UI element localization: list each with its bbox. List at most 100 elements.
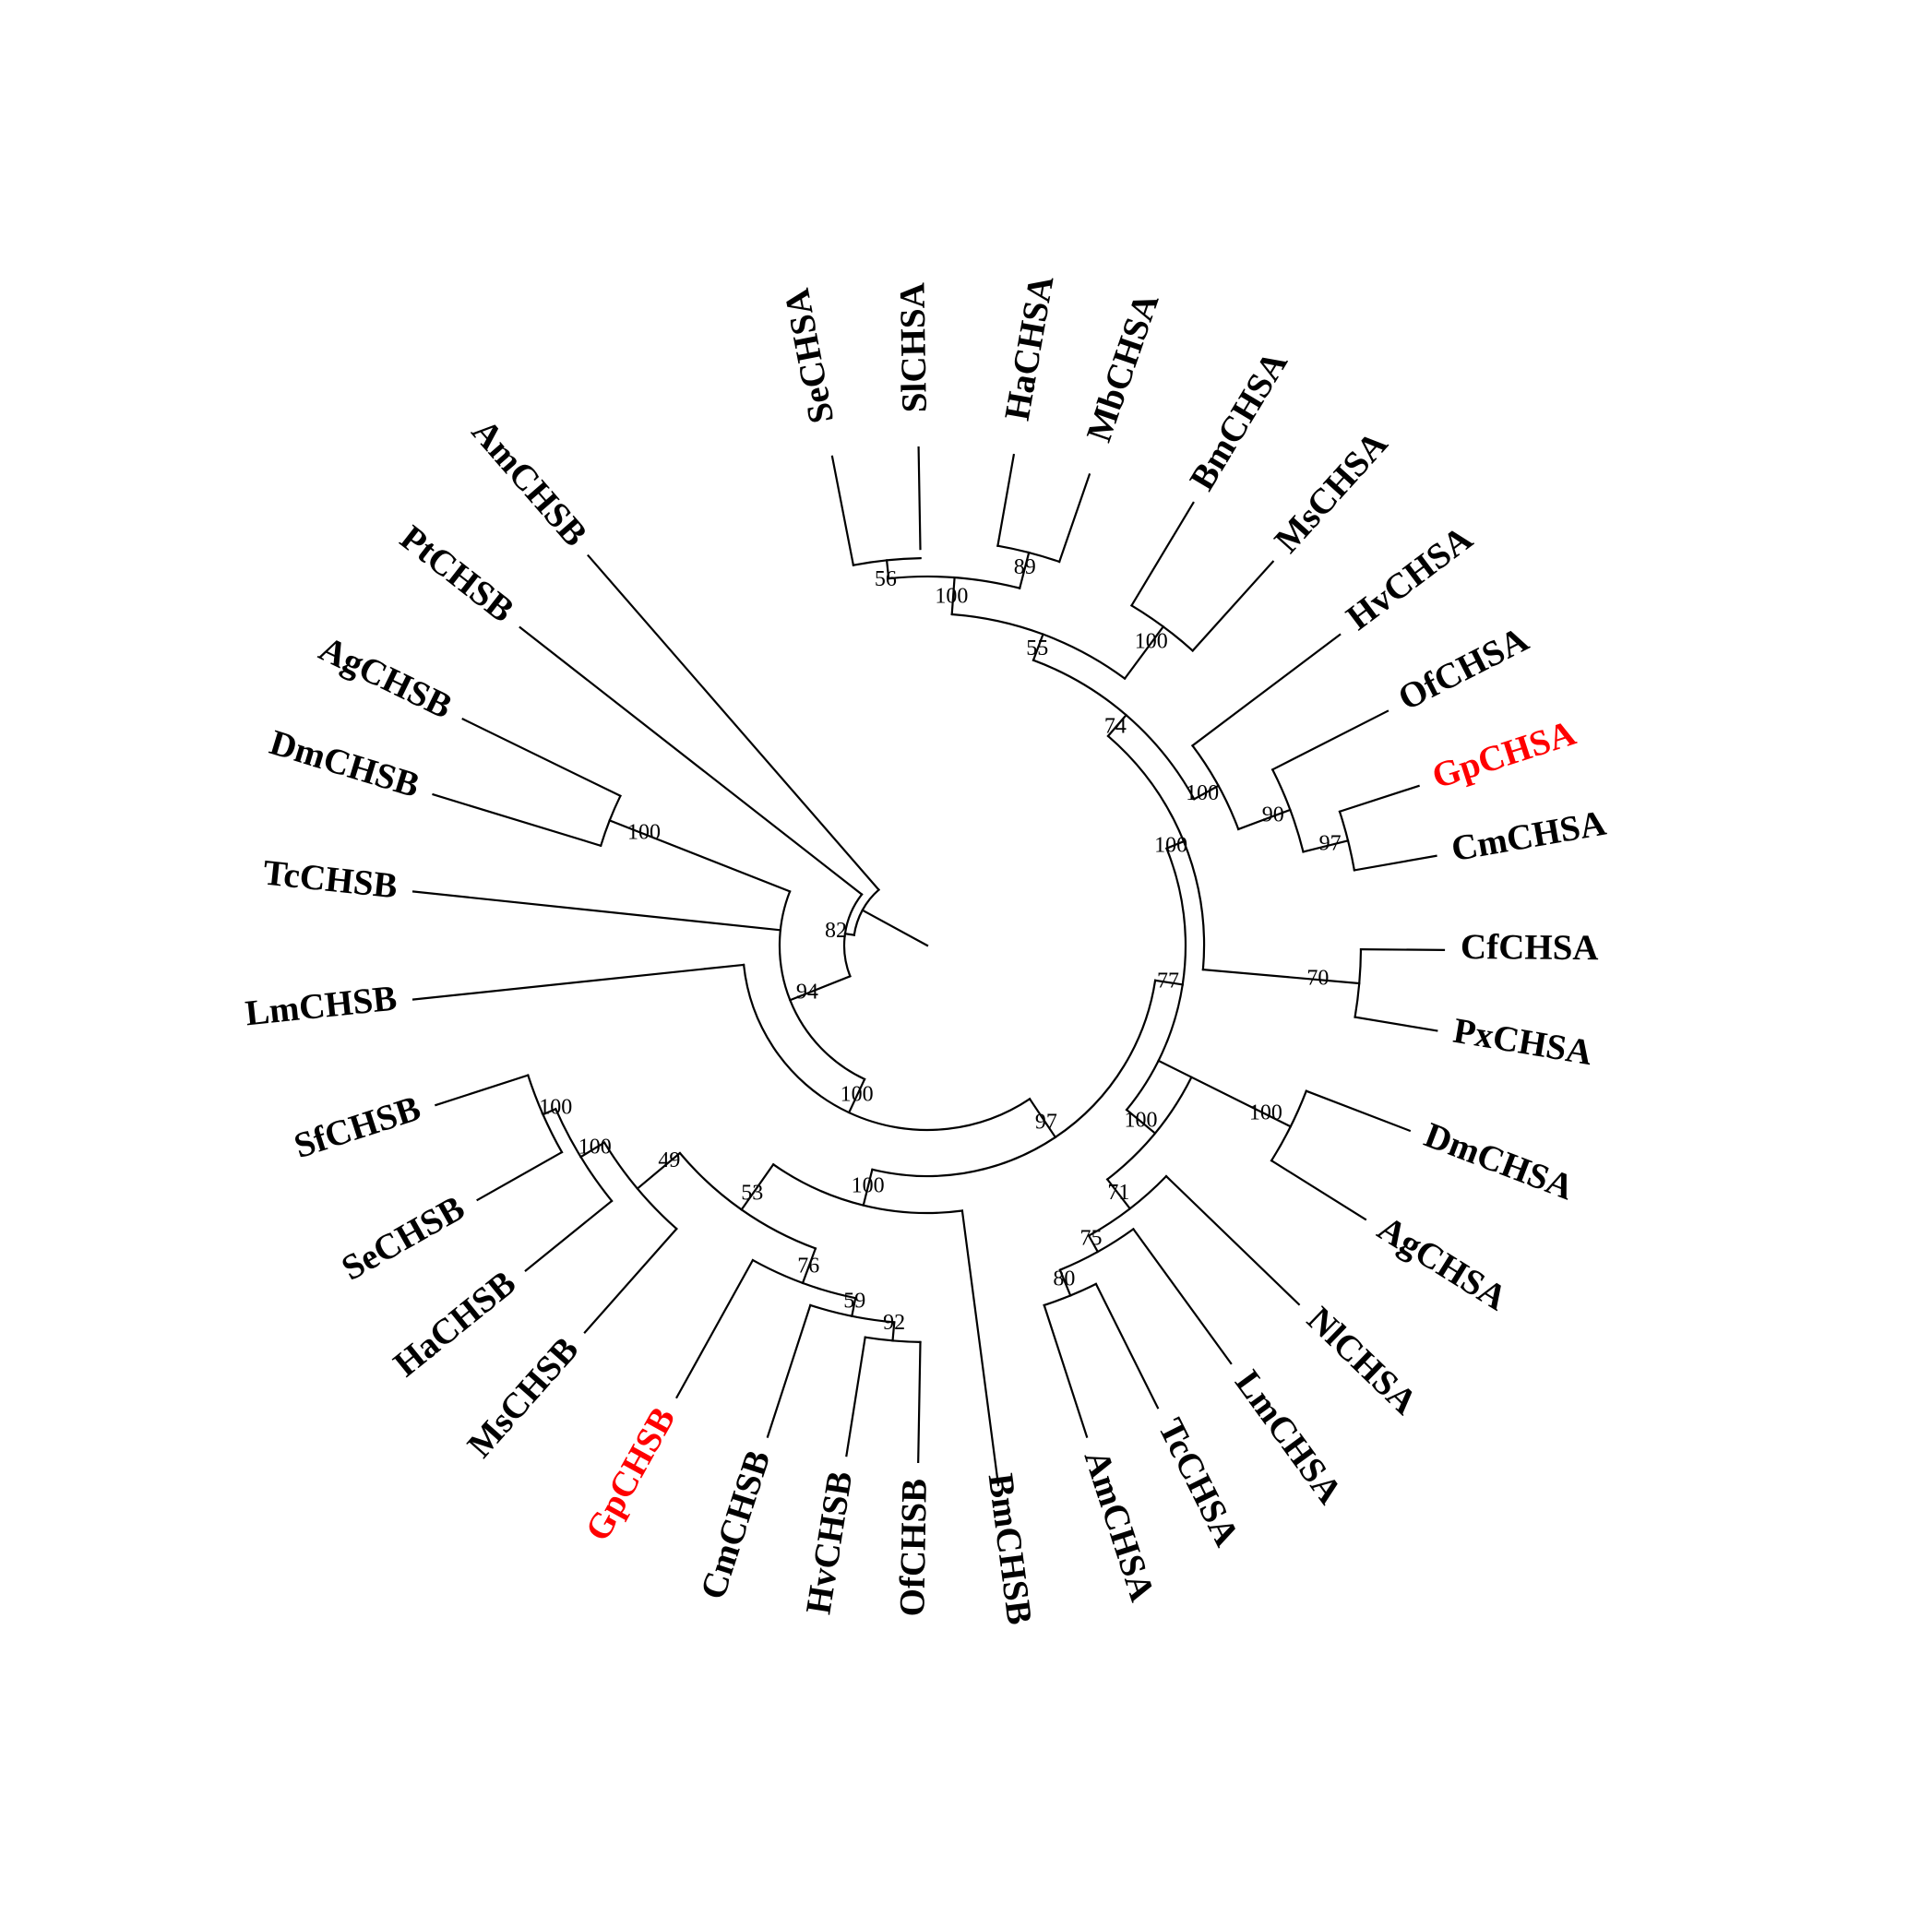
terminal-branch [1129, 501, 1195, 607]
taxon-label-cmchsa: CmCHSA [1449, 803, 1609, 870]
support-value-chsb-tc: 100 [841, 1083, 874, 1107]
branch-segment [885, 559, 890, 580]
taxon-label-sechsb: SeCHSB [335, 1188, 471, 1289]
branch-segment [1032, 633, 1044, 662]
support-value-lepid-cfpx: 100 [1154, 833, 1187, 857]
branch-segment [1153, 979, 1185, 986]
support-value-slha: 100 [935, 584, 968, 608]
branch-segment [801, 1246, 817, 1285]
branch-segment [950, 576, 956, 616]
terminal-branch [1270, 709, 1389, 771]
taxon-label-lmchsa: LmCHSA [1227, 1363, 1350, 1511]
taxon-label-mschsb: MsCHSB [459, 1329, 586, 1465]
terminal-branch [845, 1336, 866, 1457]
support-value-ms-gp: 53 [741, 1182, 763, 1206]
branch-segment [1192, 784, 1221, 801]
branch-segment [862, 1168, 874, 1207]
branch-segment [788, 974, 852, 1002]
support-value-of-gp-cm: 90 [1262, 803, 1284, 827]
terminal-branch [766, 1303, 812, 1438]
taxon-label-sfchsb: SfCHSB [290, 1088, 425, 1166]
terminal-branch [524, 1199, 614, 1272]
taxon-label-cmchsb: CmCHSB [693, 1445, 778, 1604]
taxon-label-amchsa: AmCHSA [1077, 1445, 1163, 1606]
terminal-branch [432, 792, 602, 848]
taxon-label-mbchsa: MbCHSA [1079, 289, 1167, 447]
taxon-label-mschsa: MsCHSA [1267, 424, 1395, 561]
terminal-branch [519, 625, 864, 897]
taxon-label-bmchsa: BmCHSA [1182, 345, 1295, 497]
taxon-label-amchsb: AmCHSB [464, 411, 595, 553]
taxon-label-sechsa: SeCHSA [777, 286, 841, 427]
taxon-label-gpchsa: GpCHSA [1427, 713, 1580, 796]
branch-segment [740, 1162, 775, 1211]
taxon-label-ofchsb: OfCHSB [892, 1478, 935, 1616]
terminal-branch [917, 1340, 922, 1464]
taxon-label-agchsa: AgCHSA [1371, 1208, 1514, 1318]
support-value-hv-clade: 100 [1186, 781, 1219, 805]
terminal-branch [461, 718, 622, 798]
branch-segment [1106, 713, 1128, 738]
terminal-branch [583, 1227, 678, 1334]
support-value-dm-ag: 100 [1249, 1100, 1282, 1124]
support-value-gp-cm: 97 [1319, 832, 1342, 856]
support-value-bm-chsb: 100 [852, 1174, 885, 1198]
branch-segment [1157, 1059, 1293, 1128]
node-arc [778, 889, 866, 1081]
support-value-chsb-lm: 97 [1035, 1110, 1057, 1134]
branch-segment [1125, 1108, 1157, 1136]
taxon-label-gpchsb: GpCHSB [578, 1400, 683, 1547]
support-value-chsb-dmag: 94 [796, 980, 818, 1004]
terminal-branch [1131, 1227, 1233, 1365]
terminal-branch [917, 446, 922, 551]
branch-segment [1164, 839, 1186, 850]
support-value-lepid-chsb: 49 [658, 1148, 680, 1172]
support-value-cf-px: 70 [1306, 967, 1329, 991]
taxon-label-tcchsb: TcCHSB [261, 852, 400, 906]
node-arc [871, 979, 1157, 1178]
taxon-label-ptchsb: PtCHSB [393, 517, 521, 630]
support-value-nl-clade: 71 [1107, 1181, 1129, 1205]
terminal-branch [996, 453, 1016, 547]
taxon-label-tcchsa: TcCHSA [1151, 1412, 1247, 1552]
support-value-ha-mb: 89 [1014, 555, 1036, 579]
tree-branches [411, 446, 1446, 1487]
support-value-se-sl: 56 [875, 567, 897, 591]
terminal-branch [1353, 854, 1437, 872]
branch-segment [1123, 624, 1165, 681]
taxon-label-ofchsa: OfCHSA [1392, 619, 1535, 718]
support-value-dm-ag-b: 100 [627, 821, 661, 845]
branch-segment [891, 1321, 896, 1342]
support-value-chsa-top: 55 [1026, 636, 1048, 660]
taxon-label-hvchsa: HvCHSA [1340, 518, 1480, 638]
branch-segment [578, 1141, 606, 1159]
support-value-sf-se: 100 [539, 1096, 572, 1120]
terminal-branch [1359, 947, 1446, 952]
terminal-branch [1094, 1282, 1160, 1410]
branch-segment [1058, 1268, 1072, 1297]
terminal-branch [830, 455, 855, 566]
support-value-chsa-lower: 100 [1125, 1108, 1158, 1132]
taxon-label-slchsa: SlCHSA [892, 282, 934, 413]
support-value-chsb-pt: 82 [825, 919, 847, 943]
branch-segment [542, 1107, 557, 1116]
terminal-branch [411, 890, 782, 932]
branch-segment [851, 1296, 857, 1318]
branch-segment [1201, 968, 1361, 985]
terminal-branch [1191, 560, 1275, 652]
taxon-label-lmchsb: LmCHSB [244, 978, 399, 1033]
support-value-gp-cmhvof: 76 [797, 1255, 819, 1279]
branch-segment [636, 1151, 682, 1191]
support-value-chsa-all: 77 [1157, 969, 1179, 993]
terminal-branch [1043, 1303, 1089, 1438]
terminal-branch [1164, 1174, 1301, 1306]
support-value-hv-of: 92 [883, 1311, 905, 1335]
branch-segment [608, 818, 792, 893]
branch-segment [1018, 551, 1031, 590]
taxon-label-hachsa: HaCHSA [997, 273, 1062, 423]
taxon-label-bmchsb: BmCHSB [981, 1471, 1040, 1627]
taxon-label-agchsb: AgCHSB [313, 629, 458, 727]
taxon-label-hachsb: HaCHSB [387, 1263, 523, 1385]
support-value-ha-sfse: 100 [578, 1135, 612, 1159]
terminal-branch [1354, 1016, 1438, 1032]
